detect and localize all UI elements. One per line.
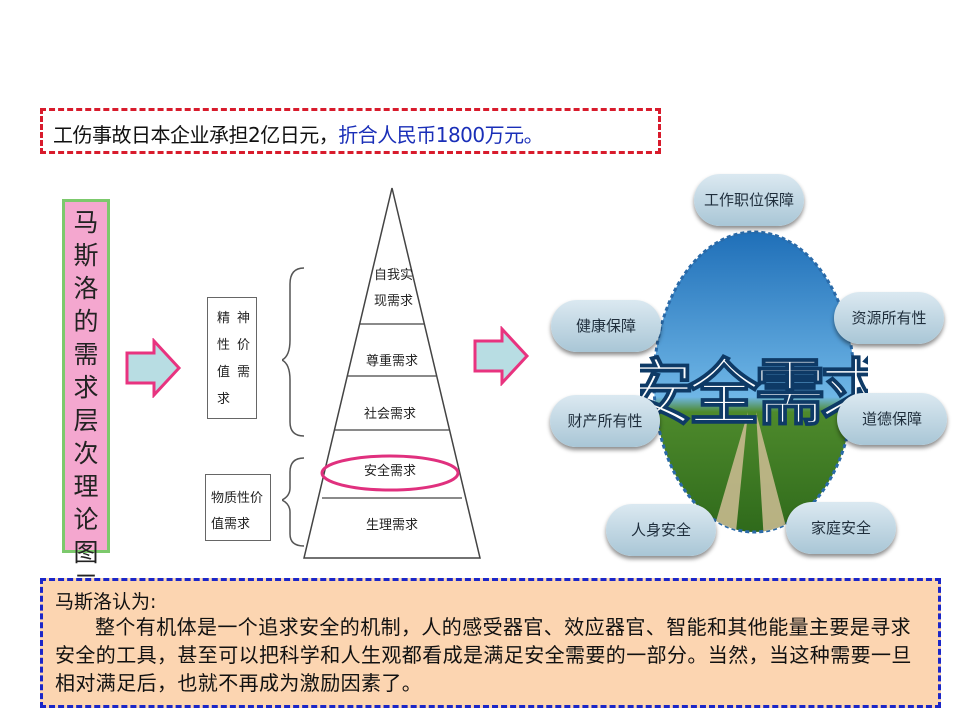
- vertical-title-char: 理: [73, 472, 99, 501]
- banner-text-part2: 折合人民币1800万元。: [338, 123, 544, 147]
- vertical-title-box: 马 斯 洛 的 需 求 层 次 理 论 图 示: [62, 199, 110, 600]
- pyramid-level-label: 尊重需求: [366, 354, 419, 369]
- material-value-needs-box: 物质性价 值需求: [205, 474, 271, 541]
- category-char: 精: [217, 311, 230, 326]
- category-char: 值: [217, 364, 230, 380]
- vertical-title-char: 论: [73, 505, 99, 534]
- node-resource-ownership: 资源所有性: [834, 292, 944, 344]
- safety-needs-circle: 安全需求: [640, 230, 868, 534]
- category-char: 性: [217, 338, 230, 353]
- vertical-title-char: 的: [73, 307, 99, 336]
- category-char: 价: [237, 338, 250, 353]
- node-health-protection: 健康保障: [551, 300, 661, 352]
- node-job-security: 工作职位保障: [694, 174, 804, 226]
- circle-background: [652, 230, 856, 534]
- pyramid-level-label: 生理需求: [366, 518, 419, 533]
- node-property-ownership: 财产所有性: [550, 395, 660, 447]
- vertical-title-char: 洛: [73, 274, 99, 303]
- vertical-title-char: 求: [73, 373, 99, 402]
- right-arrow-icon: [125, 338, 182, 398]
- pyramid-level-label: 安全需求: [364, 464, 417, 479]
- vertical-title-char: 层: [73, 406, 99, 435]
- vertical-title-char: 斯: [73, 241, 99, 270]
- vertical-title: 马 斯 洛 的 需 求 层 次 理 论 图 示: [65, 206, 107, 602]
- brace-icon: [282, 267, 305, 547]
- vertical-title-char: 需: [73, 340, 99, 369]
- material-value-needs-line1: 物质性价: [211, 491, 264, 506]
- note-heading: 马斯洛认为:: [55, 591, 157, 613]
- safety-needs-title: 安全需求: [640, 351, 868, 435]
- road-path: [710, 412, 748, 532]
- maslow-pyramid: [303, 187, 481, 559]
- banner-text: 工伤事故日本企业承担2亿日元，折合人民币1800万元。: [53, 119, 544, 148]
- category-char: 求: [217, 392, 230, 407]
- safety-needs-highlight: [320, 454, 460, 492]
- banner-text-part1: 工伤事故日本企业承担2亿日元，: [53, 123, 339, 147]
- vertical-title-char: 马: [73, 208, 99, 237]
- note-body: 整个有机体是一个追求安全的机制，人的感受器官、效应器官、智能和其他能量主要是寻求…: [55, 615, 912, 695]
- category-char: 神: [237, 311, 250, 326]
- vertical-title-char: 图: [73, 538, 99, 567]
- pyramid-outline: [303, 187, 481, 559]
- pyramid-level-label: 社会需求: [364, 407, 417, 422]
- pyramid-level-label: 自我实: [374, 268, 414, 283]
- material-value-needs-line2: 值需求: [211, 517, 251, 532]
- maslow-note-box: 马斯洛认为: 整个有机体是一个追求安全的机制，人的感受器官、效应器官、智能和其他…: [40, 578, 941, 708]
- vertical-title-char: 次: [73, 439, 99, 468]
- spiritual-value-needs-text: 精 神 性 价 值 需 求: [217, 311, 250, 407]
- node-personal-safety: 人身安全: [606, 504, 716, 556]
- node-moral-protection: 道德保障: [837, 393, 947, 445]
- spiritual-value-needs-box: 精 神 性 价 值 需 求: [207, 297, 257, 419]
- node-family-safety: 家庭安全: [786, 502, 896, 554]
- pyramid-level-label: 现需求: [374, 294, 414, 309]
- road-path: [756, 412, 790, 532]
- right-arrow-icon: [473, 326, 530, 386]
- banner-callout: 工伤事故日本企业承担2亿日元，折合人民币1800万元。: [40, 108, 661, 154]
- category-char: 需: [237, 365, 250, 380]
